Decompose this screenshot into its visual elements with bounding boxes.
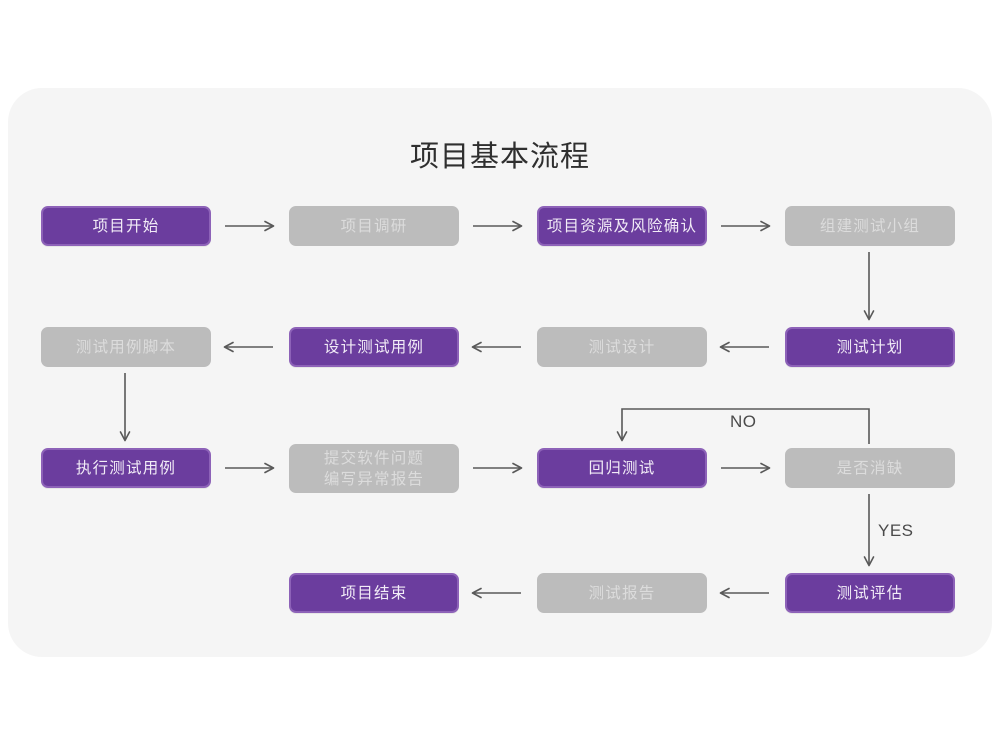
node-execute-test-cases[interactable]: 执行测试用例 [41,448,211,488]
node-regression-test[interactable]: 回归测试 [537,448,707,488]
node-resource-risk-confirm[interactable]: 项目资源及风险确认 [537,206,707,246]
node-project-end[interactable]: 项目结束 [289,573,459,613]
node-design-test-cases[interactable]: 设计测试用例 [289,327,459,367]
node-test-report[interactable]: 测试报告 [537,573,707,613]
node-test-plan[interactable]: 测试计划 [785,327,955,367]
node-test-evaluation[interactable]: 测试评估 [785,573,955,613]
node-test-case-scripts[interactable]: 测试用例脚本 [41,327,211,367]
edge-label-yes: YES [878,521,914,540]
node-test-design[interactable]: 测试设计 [537,327,707,367]
node-project-research[interactable]: 项目调研 [289,206,459,246]
edge-label-no: NO [730,412,757,431]
node-submit-defects-report[interactable]: 提交软件问题 编写异常报告 [289,444,459,493]
node-defects-resolved-decision[interactable]: 是否消缺 [785,448,955,488]
content-panel [8,88,992,657]
node-project-start[interactable]: 项目开始 [41,206,211,246]
node-build-test-team[interactable]: 组建测试小组 [785,206,955,246]
page-title: 项目基本流程 [409,139,590,173]
